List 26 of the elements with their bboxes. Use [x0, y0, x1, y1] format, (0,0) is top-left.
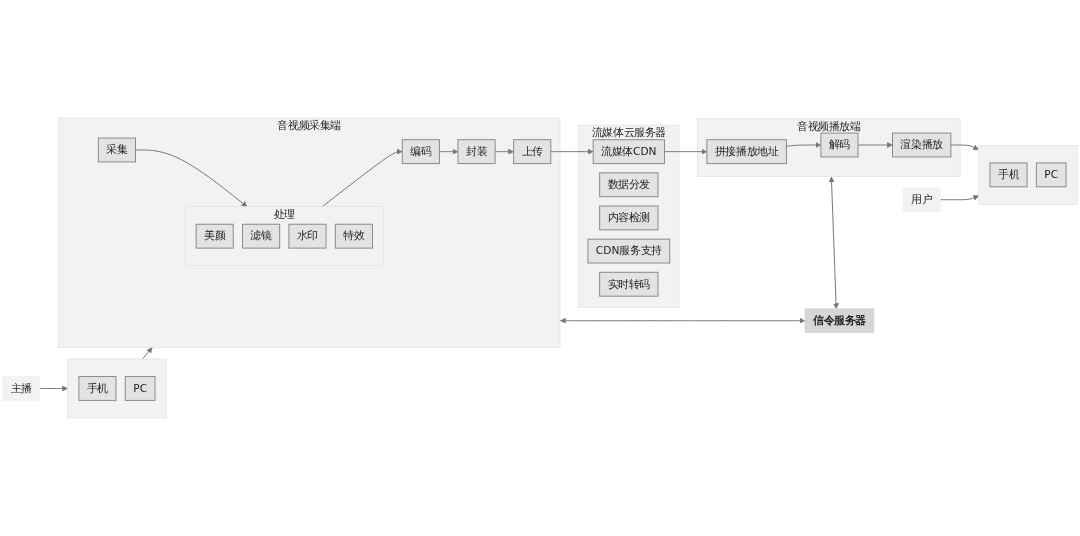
node-box: 上传: [513, 139, 552, 165]
node-box: 渲染播放: [892, 132, 952, 158]
node-box: 用户: [902, 187, 941, 212]
node-box: 采集: [97, 137, 136, 163]
cluster: [978, 145, 1078, 205]
node-box: 主播: [2, 376, 41, 401]
arrow: [39, 385, 68, 392]
node-box: 内容检测: [599, 205, 659, 231]
node-box: PC: [1035, 162, 1067, 188]
node-box: 信令服务器: [804, 308, 875, 333]
node-box: 滤镜: [242, 223, 281, 249]
node-box: 特效: [334, 223, 373, 249]
node-box: 美颜: [195, 223, 234, 249]
node-box: 数据分发: [599, 172, 659, 198]
node-box: CDN服务支持: [587, 238, 671, 264]
node-box: 流媒体CDN: [592, 139, 665, 165]
node-box: 水印: [288, 223, 327, 249]
node-box: 实时转码: [599, 271, 659, 297]
node-box: 拼接播放地址: [706, 139, 787, 165]
node-box: 手机: [989, 162, 1028, 188]
node-box: 手机: [78, 376, 117, 401]
cluster: [67, 358, 167, 419]
node-box: PC: [124, 376, 156, 401]
node-box: 解码: [820, 132, 859, 158]
node-box: 编码: [401, 139, 440, 165]
node-box: 封装: [457, 139, 496, 165]
